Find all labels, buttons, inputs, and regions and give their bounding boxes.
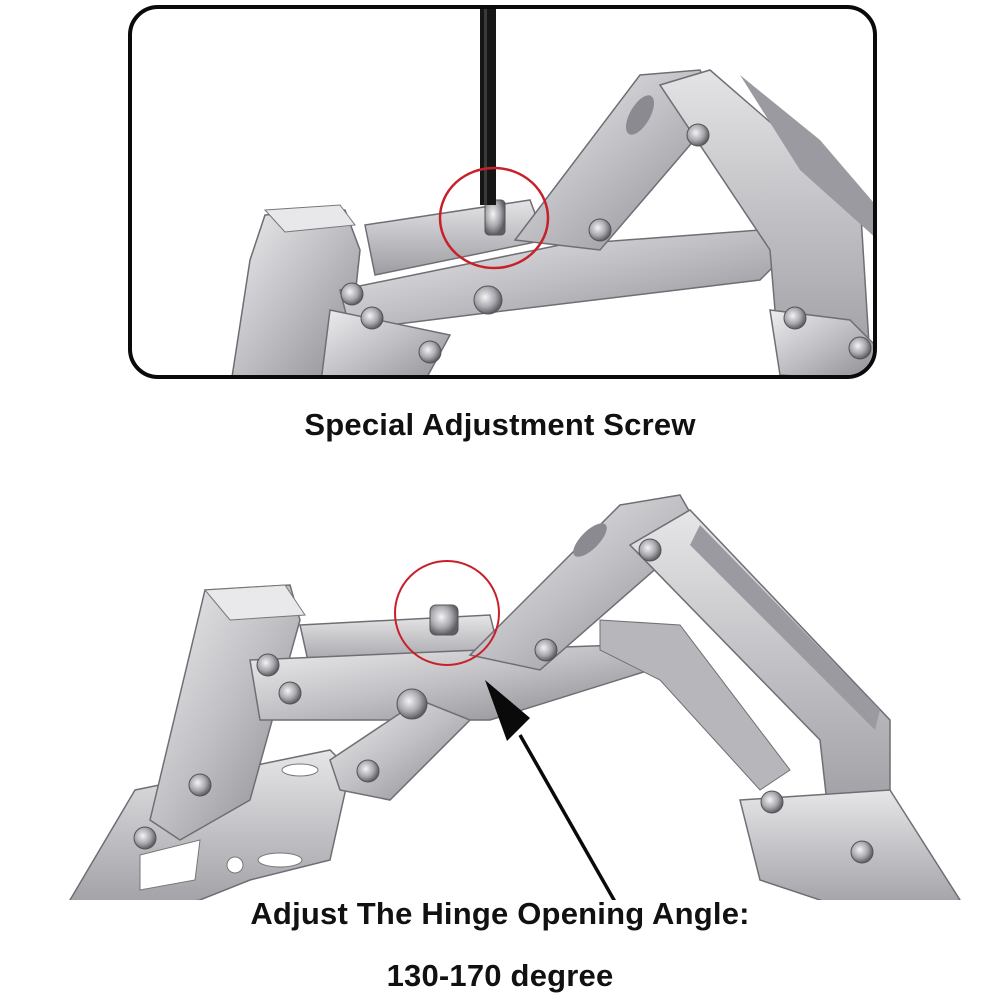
caption-special-adjustment-screw: Special Adjustment Screw <box>304 407 696 442</box>
inset-frame-adjustment-screw <box>128 5 877 379</box>
hinge-photo-bottom <box>69 494 961 900</box>
caption-angle-range: 130-170 degree <box>386 958 614 993</box>
highlight-circle-screw-bottom <box>394 560 500 666</box>
screwdriver-shaft <box>480 9 496 205</box>
arrow-head-icon <box>485 680 530 741</box>
hinge-photo-top <box>231 9 873 375</box>
highlight-circle-screw <box>438 166 550 270</box>
caption-adjust-angle: Adjust The Hinge Opening Angle: <box>250 896 750 931</box>
arrow-line <box>518 734 617 900</box>
